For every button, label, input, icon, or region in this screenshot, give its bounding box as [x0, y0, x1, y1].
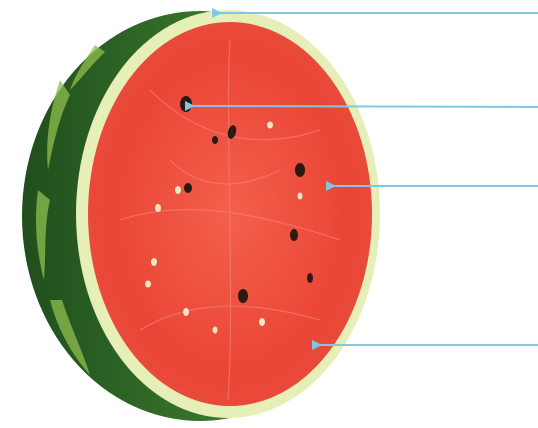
pointer-seed	[193, 106, 538, 107]
watermelon-half-icon	[22, 10, 380, 421]
